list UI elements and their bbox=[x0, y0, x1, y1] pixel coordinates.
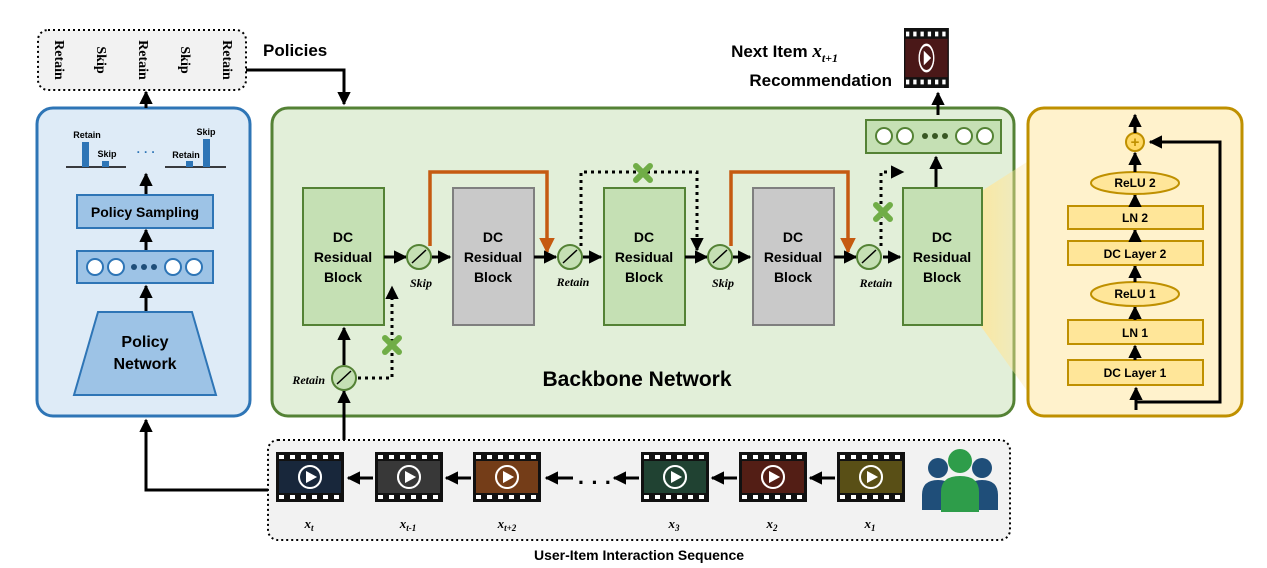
dc-block-4-line1: DC bbox=[783, 229, 803, 245]
retain-bar-2 bbox=[186, 161, 193, 167]
bar-retain-label-1: Retain bbox=[73, 130, 101, 140]
dc-block-1-line3: Block bbox=[324, 269, 362, 285]
sequence-label-x2: x2 bbox=[766, 516, 779, 533]
switch-2 bbox=[557, 244, 583, 270]
sequence-to-policy-arrow bbox=[139, 418, 275, 492]
switch-3 bbox=[707, 244, 733, 270]
next-item-thumbnail bbox=[902, 26, 951, 90]
sequence-item-xt2 bbox=[472, 451, 542, 503]
retain-bar-1 bbox=[82, 142, 89, 167]
bar-skip-label-1: Skip bbox=[97, 149, 117, 159]
dc-block-3-line1: DC bbox=[634, 229, 654, 245]
next-item-line2: Recommendation bbox=[749, 71, 892, 90]
dc-block-1-line2: Residual bbox=[314, 249, 372, 265]
switch-label-1: Skip bbox=[410, 276, 432, 290]
skip-route-2 bbox=[729, 170, 856, 254]
switch-4 bbox=[856, 244, 882, 270]
dc-block-2-line3: Block bbox=[474, 269, 512, 285]
skip-bar-2 bbox=[203, 139, 210, 167]
ln-1-box bbox=[1067, 319, 1204, 345]
policy-network-label-2: Network bbox=[113, 356, 176, 373]
sequence-label-xt: xt bbox=[303, 516, 314, 533]
sequence-label-x1: x1 bbox=[864, 516, 876, 533]
switch-entry bbox=[331, 365, 357, 391]
dc-block-1-line1: DC bbox=[333, 229, 353, 245]
policy-distribution-bars: Retain Skip · · · Retain Skip bbox=[66, 127, 226, 168]
policy-embedding-vector bbox=[76, 250, 214, 284]
policy-retain-label-2: Retain bbox=[135, 40, 150, 80]
relu-2-label: ReLU 2 bbox=[1114, 176, 1156, 190]
dc-block-2: DC Residual Block bbox=[452, 187, 535, 326]
policies-arrow bbox=[246, 68, 351, 106]
skip-bar-1 bbox=[102, 161, 109, 167]
dc-block-3-line2: Residual bbox=[615, 249, 673, 265]
dc-layer-1-label: DC Layer 1 bbox=[1104, 366, 1167, 380]
user-group-icon bbox=[922, 449, 998, 512]
disabled-route-1 bbox=[579, 170, 704, 252]
skip-route-1 bbox=[428, 170, 555, 254]
policy-skip-label-2: Skip bbox=[177, 46, 192, 73]
sequence-item-x1 bbox=[836, 451, 906, 503]
sequence-item-x2 bbox=[738, 451, 808, 503]
policy-sampling-label: Policy Sampling bbox=[91, 204, 199, 220]
dc-block-5-line3: Block bbox=[923, 269, 961, 285]
dc-block-3-line3: Block bbox=[625, 269, 663, 285]
policy-network-trapezoid bbox=[72, 311, 218, 396]
dc-block-3: DC Residual Block bbox=[603, 187, 686, 326]
blocked-x-icon-1 bbox=[633, 163, 653, 183]
ln-1-label: LN 1 bbox=[1122, 326, 1148, 340]
ln-2-label: LN 2 bbox=[1122, 211, 1148, 225]
dc-block-2-line1: DC bbox=[483, 229, 503, 245]
sequence-label-xt2: xt+2 bbox=[497, 516, 517, 533]
block-detail-panel: DC Layer 1 LN 1 ReLU 1 DC Layer 2 LN 2 R… bbox=[1026, 106, 1244, 418]
bar-retain-label-2: Retain bbox=[172, 150, 200, 160]
policy-retain-label-3: Retain bbox=[219, 40, 234, 80]
policies-arrow-label: Policies bbox=[263, 41, 327, 60]
blocked-x-icon-2 bbox=[873, 202, 893, 222]
policies-box: Retain Skip Retain Skip Retain bbox=[37, 29, 247, 91]
dc-block-5-line1: DC bbox=[932, 229, 952, 245]
dc-block-1: DC Residual Block bbox=[302, 187, 385, 326]
policy-network-label-1: Policy bbox=[121, 334, 168, 351]
add-circle-icon: + bbox=[1125, 132, 1145, 152]
dc-layer-2-box bbox=[1067, 240, 1204, 266]
dc-block-5-line2: Residual bbox=[913, 249, 971, 265]
next-item-line1: Next Item xt+1 bbox=[731, 41, 838, 65]
sequence-label-xt-1: xt-1 bbox=[399, 516, 417, 533]
sequence-item-xt-1 bbox=[374, 451, 444, 503]
sequence-caption: User-Item Interaction Sequence bbox=[534, 547, 744, 563]
block-detail-connector bbox=[980, 160, 1030, 395]
sequence-ellipsis: · · · bbox=[578, 470, 612, 495]
output-embedding-vector bbox=[865, 119, 1002, 154]
switch-label-4: Retain bbox=[859, 276, 893, 290]
backbone-title: Backbone Network bbox=[542, 368, 731, 391]
add-symbol: + bbox=[1131, 134, 1140, 151]
dc-block-4-line3: Block bbox=[774, 269, 812, 285]
dc-layer-2-label: DC Layer 2 bbox=[1104, 247, 1167, 261]
policy-skip-label-1: Skip bbox=[93, 46, 108, 73]
switch-label-2: Retain bbox=[556, 275, 590, 289]
policy-network-panel: Retain Skip · · · Retain Skip Policy Sam… bbox=[35, 90, 252, 418]
switch-label-entry: Retain bbox=[291, 373, 325, 387]
relu-1-label: ReLU 1 bbox=[1114, 287, 1156, 301]
dc-block-2-line2: Residual bbox=[464, 249, 522, 265]
sequence-item-x3 bbox=[640, 451, 710, 503]
policy-retain-label-1: Retain bbox=[51, 40, 66, 80]
switch-label-3: Skip bbox=[712, 276, 734, 290]
bar-ellipsis: · · · bbox=[137, 145, 156, 159]
bar-skip-label-2: Skip bbox=[196, 127, 216, 137]
switch-1 bbox=[406, 244, 432, 270]
sequence-item-xt bbox=[275, 451, 345, 503]
blocked-x-icon-3 bbox=[382, 335, 402, 355]
sequence-label-x3: x3 bbox=[668, 516, 681, 533]
interaction-sequence-box: User-Item Interaction Sequence bbox=[267, 439, 1011, 563]
dc-block-5: DC Residual Block bbox=[902, 187, 983, 326]
policy-sampling-box bbox=[76, 194, 214, 229]
dc-block-4-line2: Residual bbox=[764, 249, 822, 265]
dc-block-4: DC Residual Block bbox=[752, 187, 835, 326]
